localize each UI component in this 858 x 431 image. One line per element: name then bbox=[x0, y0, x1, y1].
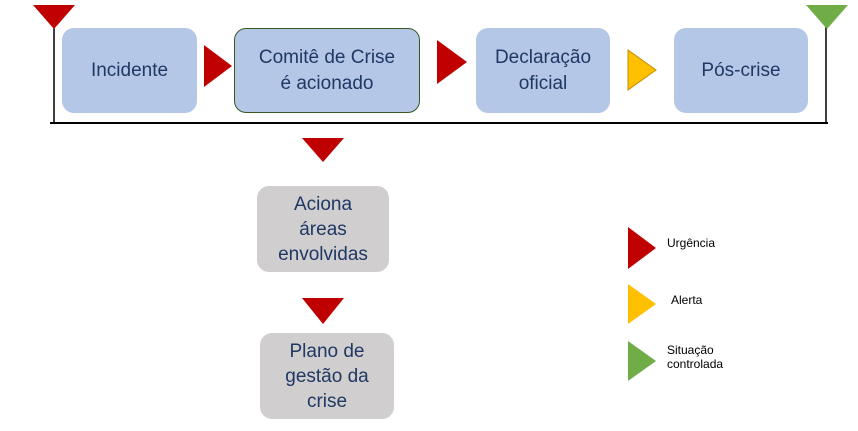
legend-label-urgencia: Urgência bbox=[667, 236, 716, 250]
branch-aciona-areas: Aciona áreas envolvidas bbox=[257, 186, 389, 272]
legend-label-alerta: Alerta bbox=[671, 293, 703, 307]
legend-alert-icon bbox=[628, 284, 656, 324]
arrow-alert-icon bbox=[627, 49, 657, 91]
step-declaracao-oficial: Declaração oficial bbox=[476, 28, 610, 113]
legend-label-situacao-controlada: Situação controlada bbox=[667, 343, 724, 371]
arrow-down-urgent-icon bbox=[302, 138, 344, 162]
arrow-down-urgent-icon bbox=[302, 298, 344, 324]
branch-plano-de-gestao: Plano de gestão da crise bbox=[260, 333, 394, 419]
step-pos-crise: Pós-crise bbox=[674, 28, 808, 113]
end-flag-controlled-icon bbox=[806, 5, 848, 29]
arrow-urgent-icon bbox=[437, 40, 467, 84]
step-incidente: Incidente bbox=[62, 28, 197, 113]
step-comite-de-crise: Comitê de Crise é acionado bbox=[234, 28, 420, 113]
start-flag-urgent-icon bbox=[33, 5, 75, 29]
arrow-urgent-icon bbox=[204, 45, 232, 87]
legend-controlled-icon bbox=[628, 341, 656, 381]
legend-urgent-icon bbox=[628, 227, 656, 269]
